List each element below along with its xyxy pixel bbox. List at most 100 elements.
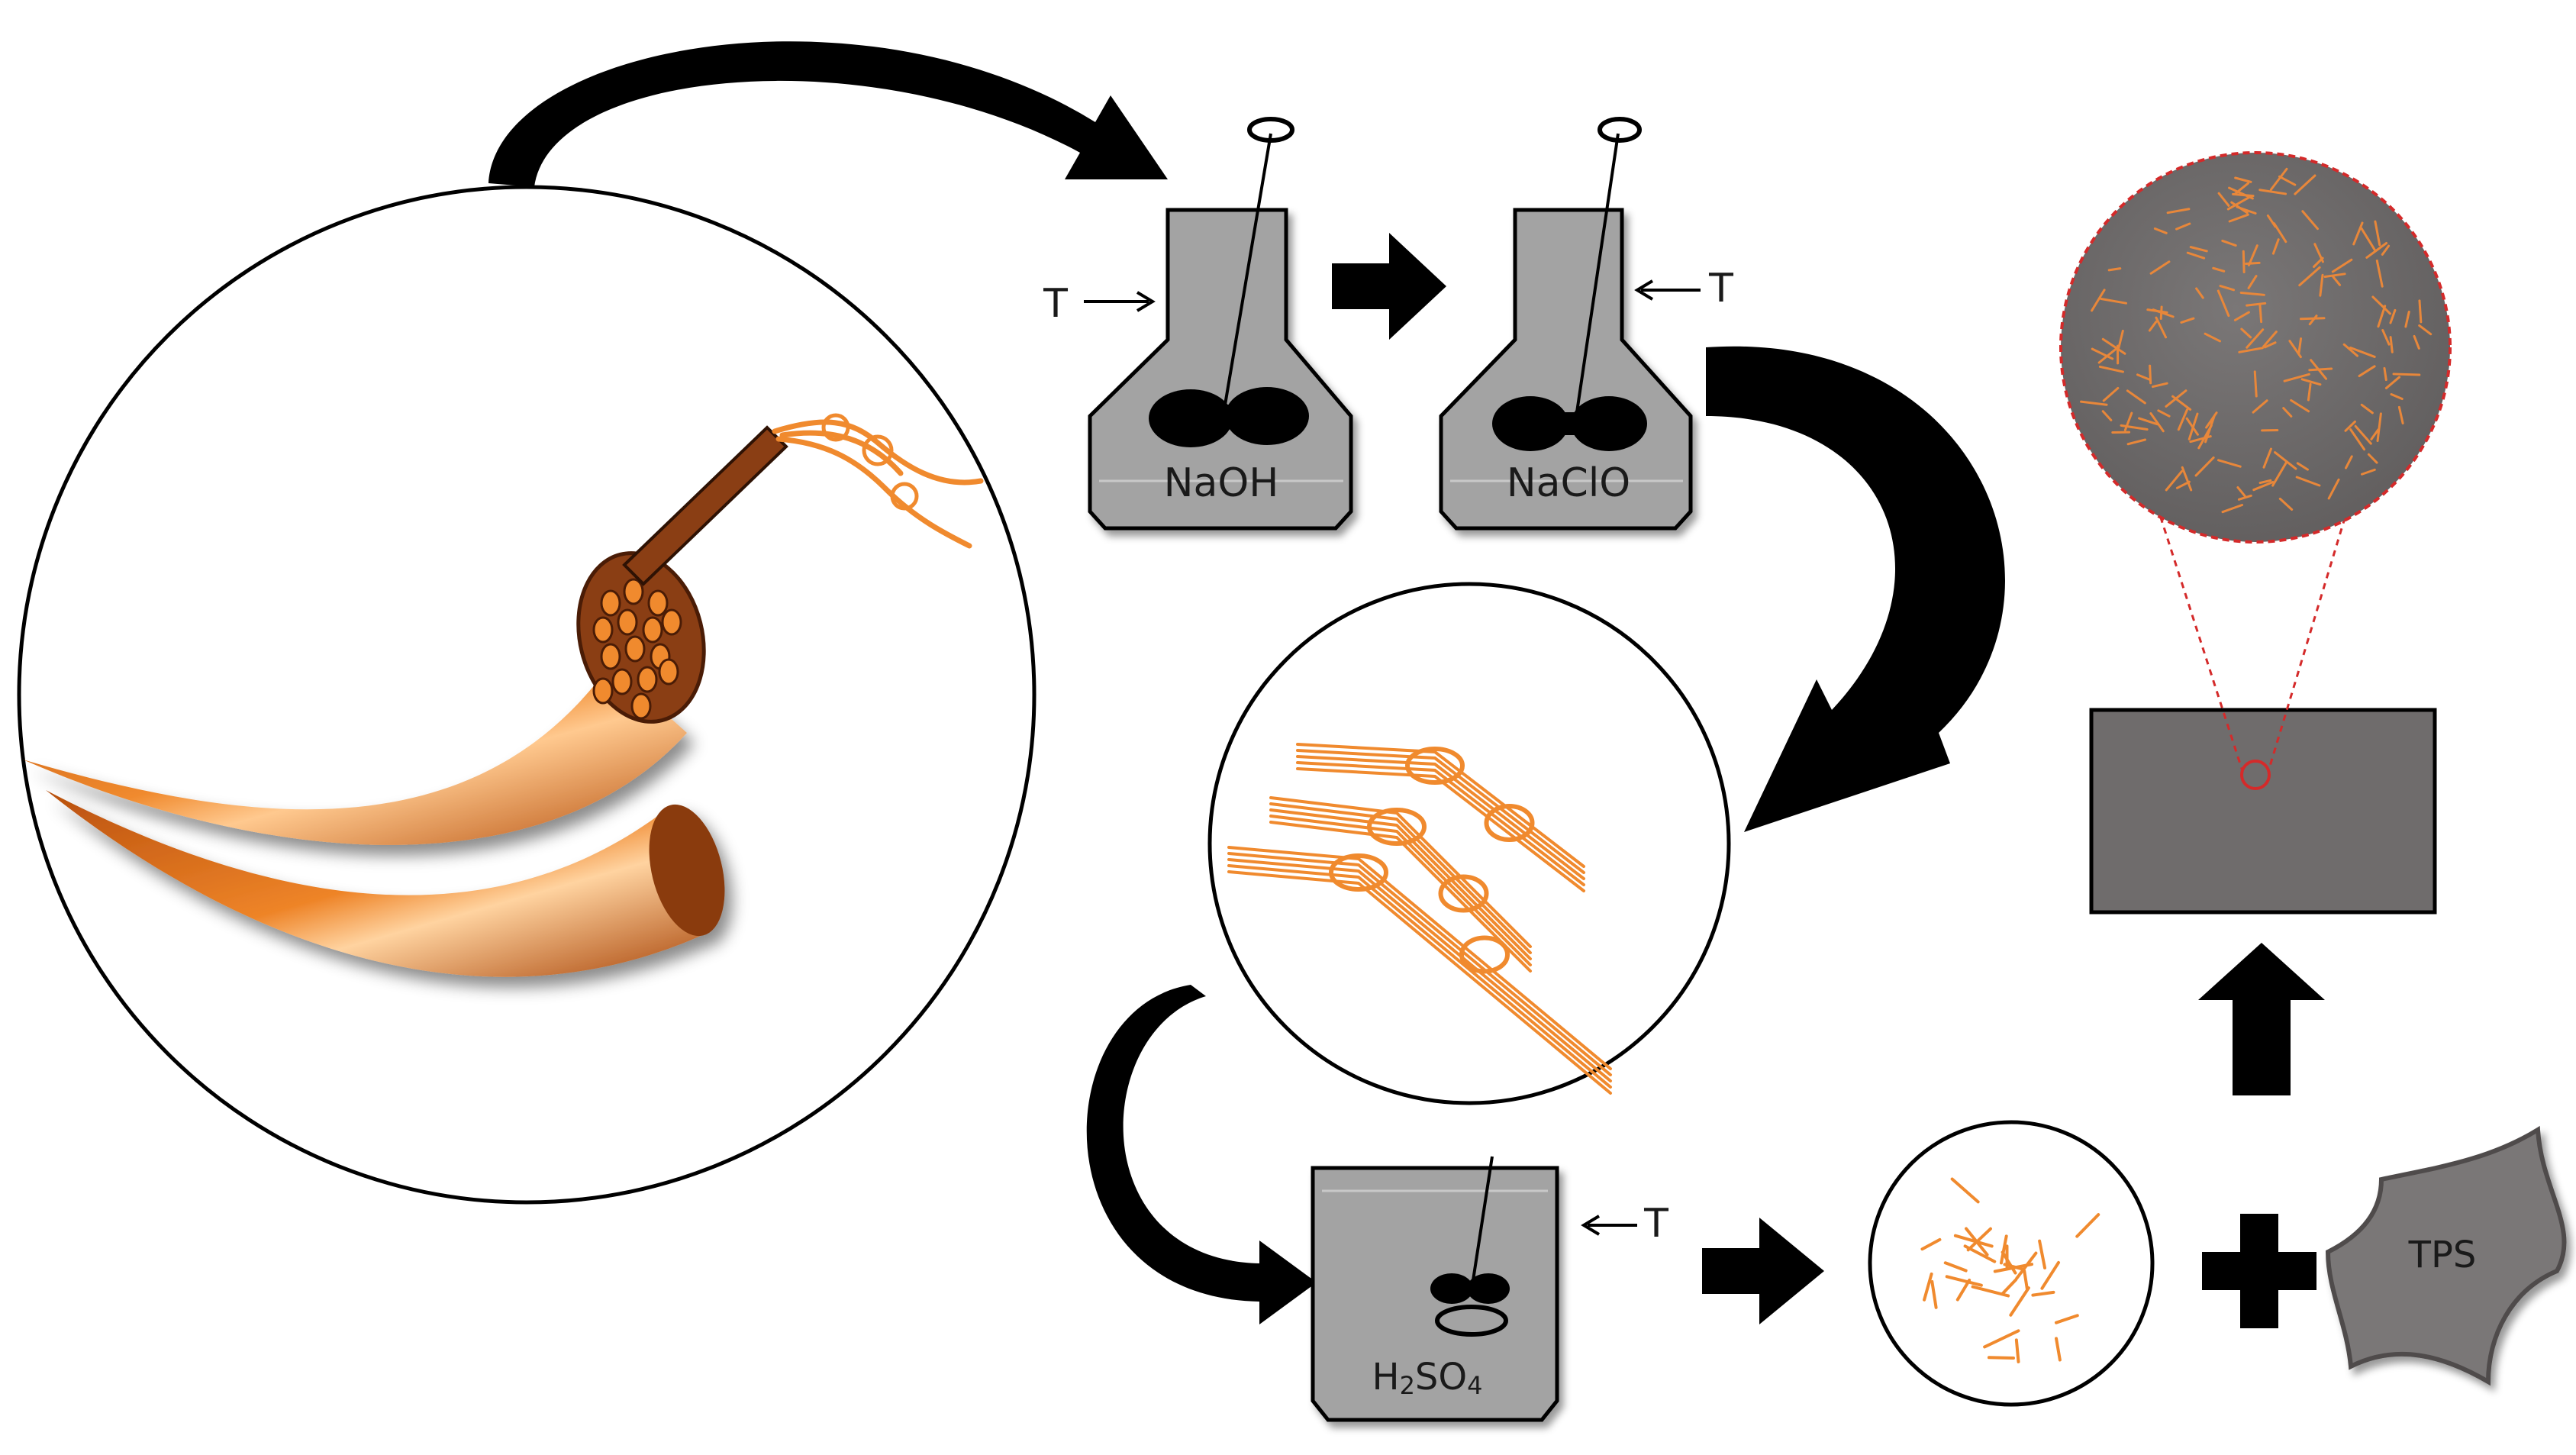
dispersed-nanocrystal (2389, 336, 2394, 353)
fiber-cross-section (576, 551, 706, 724)
dispersed-nanocrystal (2258, 303, 2263, 324)
nanocrystal-rod (1983, 1329, 2020, 1349)
dispersed-nanocrystal (2269, 167, 2288, 191)
reactor-vessel (1439, 208, 1693, 531)
dispersed-nanocrystal (2331, 258, 2353, 273)
nanocrystal-rod (1923, 1272, 1933, 1302)
dispersed-nanocrystal (2212, 266, 2226, 273)
acid-hydrolysis-reactor: H2SO4 T (1311, 1156, 1668, 1422)
dispersed-nanocrystal (2175, 222, 2191, 231)
dispersed-nanocrystal (2271, 238, 2280, 255)
dispersed-nanocrystal (2263, 341, 2277, 349)
dispersed-nanocrystal (2236, 486, 2246, 498)
dispersed-nanocrystal (2331, 275, 2342, 286)
dispersed-nanocrystal (2101, 410, 2113, 421)
fiber-knot (1438, 874, 1489, 913)
tps-matrix: TPS (2325, 1125, 2567, 1386)
dispersed-nanocrystal (2345, 455, 2353, 469)
nanocrystal-rod (2001, 1250, 2017, 1275)
composite-zoom-circle (2059, 151, 2452, 544)
dispersed-nanocrystal (2186, 251, 2206, 260)
nanocrystal-rod (2054, 1314, 2079, 1324)
dispersed-nanocrystal (2237, 494, 2252, 501)
dispersed-nanocrystal (2290, 398, 2310, 413)
dispersed-nanocrystal (2171, 395, 2192, 411)
nanocrystal-rod (2003, 1263, 2023, 1271)
dispersed-nanocrystal (2367, 453, 2378, 464)
dispersed-nanocrystal (2278, 497, 2294, 511)
fiber-knot (1459, 935, 1510, 974)
bleached-fiber-strand (1296, 767, 1585, 892)
dispersed-nanocrystal (2195, 287, 2204, 299)
temperature-label: T (1643, 1201, 1668, 1247)
dispersed-nanocrystal (2258, 189, 2287, 195)
dispersed-nanocrystal (2360, 403, 2374, 415)
dispersed-nanocrystal (2242, 250, 2246, 273)
reactor-label: H2SO4 (1372, 1356, 1482, 1400)
fiber-knot (1367, 808, 1427, 846)
dispersed-nanocrystal (2294, 174, 2316, 195)
composite-view (2059, 151, 2452, 915)
dispersed-nanocrystal (2365, 241, 2388, 259)
dispersed-nanocrystal (2370, 428, 2380, 440)
dispersed-nanocrystal (2097, 347, 2117, 364)
nanocrystal-rod (2023, 1269, 2030, 1292)
dispersed-nanocrystal (2157, 409, 2171, 418)
elementary-fiber (622, 413, 984, 586)
dispersed-nanocrystal (2166, 208, 2191, 215)
dispersed-nanocrystal (2381, 244, 2391, 256)
dispersed-nanocrystal (2246, 328, 2265, 349)
stirrer-blade (1149, 387, 1309, 447)
dispersed-nanocrystal (2136, 373, 2152, 382)
temperature-label: T (1708, 266, 1733, 311)
dispersed-nanocrystal (2165, 469, 2184, 492)
dispersed-nanocrystal (2205, 411, 2218, 429)
dispersed-nanocrystal (2298, 266, 2321, 287)
dispersed-nanocrystal (2278, 175, 2297, 186)
dispersed-nanocrystal (2377, 305, 2387, 328)
rotation-icon (1247, 117, 1294, 143)
microfibril-cell (592, 677, 614, 705)
dispersed-nanocrystal (2273, 222, 2287, 244)
dispersed-nanocrystal (2123, 411, 2133, 431)
process-arrows (488, 41, 2325, 1328)
dispersed-nanocrystal (2383, 366, 2387, 382)
dispersed-nanocrystal (2327, 478, 2340, 500)
nanocrystal-rod (2015, 1251, 2038, 1280)
rotation-icon (1435, 1305, 1508, 1337)
plus-icon (2202, 1214, 2316, 1328)
microfibril-cell (600, 643, 621, 670)
dispersed-nanocrystal (2233, 311, 2250, 321)
dispersed-nanocrystal (2418, 299, 2423, 324)
dispersed-nanocrystal (2358, 365, 2376, 378)
dispersed-nanocrystal (2126, 389, 2146, 405)
dispersed-nanocrystal (2102, 386, 2120, 402)
dispersed-nanocrystal (2221, 503, 2244, 514)
microfibril-cell (647, 589, 669, 617)
microfibril-cell (630, 692, 652, 720)
dispersed-nanocrystal (2392, 373, 2421, 376)
nanocrystal-rod (1930, 1279, 1938, 1309)
dispersed-nanocrystal (2180, 317, 2195, 324)
arrow-to-bleached-fiber (1706, 346, 2005, 833)
dispersed-nanocrystal (2138, 417, 2159, 426)
temperature-arrow (1634, 279, 1701, 301)
nanocrystal-rod (1955, 1278, 1971, 1302)
dispersed-nanocrystal (2342, 343, 2359, 357)
dispersed-nanocrystal (2323, 273, 2346, 278)
dispersed-nanocrystal (2239, 291, 2265, 296)
dispersed-nanocrystal (2155, 316, 2168, 339)
stirrer-shaft (1573, 133, 1620, 428)
nanocrystal-rod (2031, 1290, 2055, 1297)
dispersed-nanocrystal (2177, 408, 2189, 431)
dispersed-nanocrystal (2232, 192, 2255, 198)
bleached-fiber-strand (1269, 821, 1532, 973)
dispersed-nanocrystal (2120, 424, 2149, 431)
natural-fiber-view (17, 185, 1037, 1205)
microfibril-cell (661, 608, 682, 636)
dispersed-nanocrystal (2313, 243, 2324, 263)
composite-film (2089, 708, 2437, 915)
bleached-fiber-strand (1296, 749, 1585, 874)
dispersed-nanocrystal (2189, 435, 2212, 444)
